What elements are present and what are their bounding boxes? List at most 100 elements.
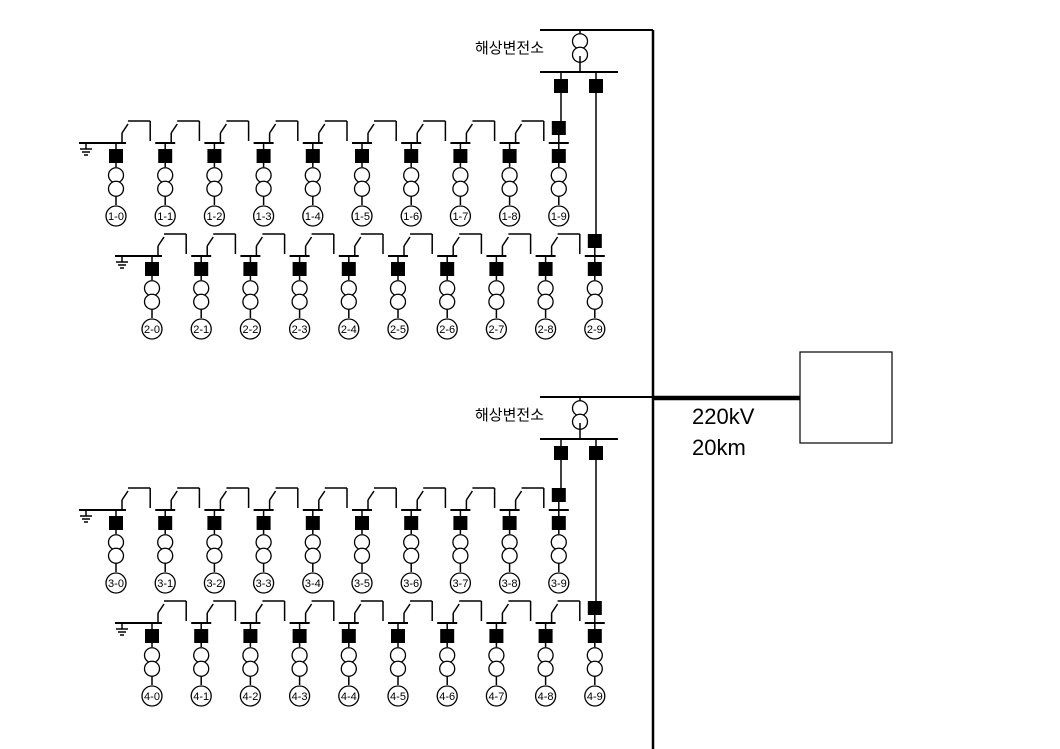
unit-transformer-icon [193, 280, 210, 310]
unit-breaker [207, 149, 222, 163]
unit-transformer-icon [439, 280, 456, 310]
unit-breaker [355, 149, 369, 163]
unit-transformer-icon [537, 647, 554, 677]
disconnect-switch-icon [157, 236, 165, 247]
disconnect-switch-icon [403, 236, 411, 247]
disconnect-switch-icon [550, 236, 559, 247]
unit-transformer-icon [206, 534, 223, 564]
unit-breaker [502, 516, 517, 530]
generator-label: 1-7 [452, 211, 468, 223]
unit-breaker [355, 516, 369, 530]
disconnect-switch-icon [170, 123, 178, 134]
disconnect-switch-icon [416, 490, 424, 501]
turbine-unit: 4-2 [239, 600, 286, 707]
turbine-unit: 4-9 [584, 622, 606, 707]
unit-breaker [292, 629, 307, 643]
unit-transformer-icon [291, 280, 308, 310]
disconnect-switch-icon [219, 123, 228, 134]
transformer-winding [193, 280, 210, 297]
generator-label: 3-1 [157, 578, 173, 590]
disconnect-switch-icon [255, 236, 264, 247]
unit-transformer-icon [537, 280, 554, 310]
turbine-unit: 3-3 [252, 487, 299, 594]
generator-label: 4-9 [587, 691, 603, 703]
turbine-unit: 2-8 [534, 233, 581, 340]
disconnect-switch-icon [157, 603, 165, 614]
disconnect-switch-icon [304, 603, 313, 614]
generator-icon [141, 318, 163, 340]
transformer-winding [255, 180, 272, 197]
generator-label: 1-3 [256, 211, 272, 223]
generator-label: 1-1 [157, 211, 173, 223]
disconnect-switch-icon [403, 603, 411, 614]
substation-label: 해상변전소 [475, 406, 544, 424]
unit-breaker [194, 262, 209, 276]
generator-label: 1-6 [403, 211, 419, 223]
turbine-unit: 3-8 [498, 487, 545, 594]
turbine-unit: 2-4 [338, 233, 384, 340]
turbine-unit: 4-7 [485, 600, 532, 707]
generator-icon [584, 685, 606, 707]
feeder-2-main-breaker [589, 79, 603, 93]
unit-breaker [502, 149, 517, 163]
unit-breaker [453, 149, 468, 163]
generator-label: 3-0 [108, 578, 124, 590]
turbine-unit: 4-6 [436, 600, 483, 707]
generator-label: 4-2 [242, 691, 258, 703]
generator-icon [239, 318, 262, 340]
ground-icon [116, 623, 128, 636]
unit-breaker [489, 629, 504, 643]
transformer-winding [550, 547, 567, 564]
generator-icon [302, 205, 324, 227]
turbine-unit: 2-3 [288, 233, 335, 340]
unit-breaker [109, 516, 123, 530]
transformer-winding [206, 534, 223, 551]
transformer-winding [452, 180, 469, 197]
generator-icon [190, 318, 212, 340]
generator-icon [252, 572, 275, 594]
generator-label: 4-0 [144, 691, 160, 703]
unit-breaker [587, 262, 602, 276]
cable-length-label: 20km [692, 435, 746, 460]
transformer-winding [501, 547, 518, 564]
transformer-winding [340, 280, 357, 297]
transformer-winding [389, 647, 407, 664]
generator-label: 4-5 [390, 691, 406, 703]
disconnect-switch-icon [255, 603, 264, 614]
unit-breaker [440, 262, 455, 276]
unit-transformer-icon [242, 647, 259, 677]
unit-transformer-icon [389, 280, 407, 310]
generator-icon [105, 205, 127, 227]
generator-label: 4-7 [488, 691, 504, 703]
unit-breaker [551, 149, 566, 163]
generator-label: 2-7 [488, 324, 504, 336]
feeder-2-main-breaker [589, 446, 603, 460]
unit-transformer-icon [403, 534, 420, 564]
transformer-winding [291, 293, 308, 310]
generator-label: 4-6 [439, 691, 455, 703]
transformer-winding [291, 280, 308, 297]
turbine-unit: 3-4 [302, 487, 348, 594]
unit-transformer-icon [550, 534, 567, 564]
unit-transformer-icon [340, 647, 357, 677]
disconnect-switch-icon [367, 123, 375, 134]
transformer-winding [488, 660, 505, 677]
unit-breaker [145, 629, 159, 643]
turbine-unit: 1-1 [154, 120, 201, 227]
unit-breaker [538, 629, 553, 643]
turbine-unit: 3-2 [203, 487, 250, 594]
turbine-unit: 4-5 [387, 600, 433, 707]
disconnect-switch-icon [452, 236, 460, 247]
transformer-winding [488, 293, 505, 310]
generator-label: 4-8 [538, 691, 554, 703]
unit-transformer-icon [586, 280, 603, 310]
transformer-winding [439, 293, 456, 310]
turbine-unit: 3-9 [548, 509, 570, 594]
generator-icon [387, 318, 409, 340]
unit-transformer-icon [107, 534, 125, 564]
transformer-winding [389, 660, 407, 677]
unit-breaker [145, 262, 159, 276]
disconnect-switch-icon [170, 490, 178, 501]
turbine-unit: 1-0 [105, 120, 151, 227]
